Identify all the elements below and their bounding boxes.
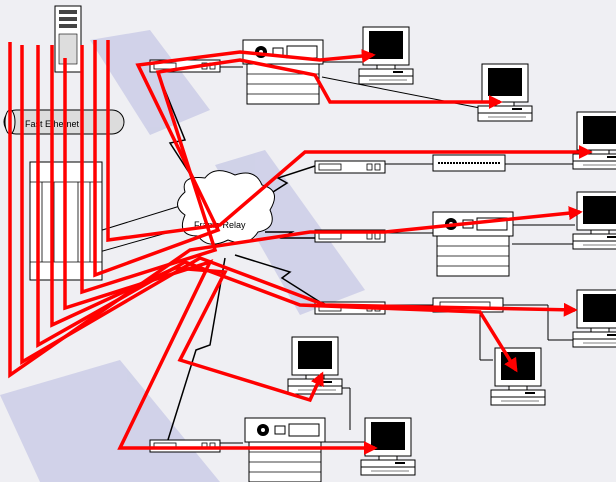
pc-workstation-icon — [572, 289, 616, 348]
pc-workstation-icon — [572, 111, 616, 170]
pc-workstation-icon — [490, 347, 546, 406]
pc-workstation-icon — [477, 63, 533, 122]
router-icon — [149, 439, 221, 453]
minicomputer-icon — [244, 417, 326, 482]
router-icon — [314, 160, 386, 174]
server-tower-icon — [54, 5, 82, 73]
pc-workstation-icon — [572, 191, 616, 250]
traffic-flows — [8, 40, 593, 455]
hub-icon — [432, 154, 506, 172]
minicomputer-icon — [242, 39, 324, 105]
link-lightning-icon — [166, 257, 226, 444]
link-lightning-icon — [234, 254, 321, 303]
